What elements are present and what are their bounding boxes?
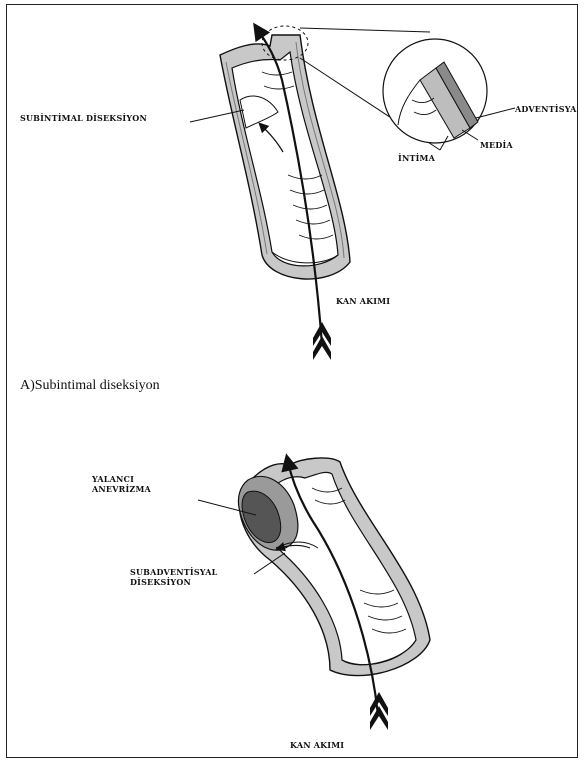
label-subadventitial-1: SUBADVENTİSYAL	[130, 567, 217, 577]
caption-a: A)Subintimal diseksiyon	[20, 378, 160, 394]
label-media: MEDİA	[480, 140, 513, 150]
label-adventitia: ADVENTİSYA	[515, 104, 577, 114]
label-subintimal-dissection: SUBİNTİMAL DİSEKSİYON	[20, 113, 147, 123]
label-blood-flow-a: KAN AKIMI	[336, 296, 390, 306]
vessel-a	[220, 35, 350, 279]
label-false-aneurysm-1: YALANCI	[92, 474, 134, 484]
label-intima: İNTİMA	[398, 153, 435, 163]
label-false-aneurysm-2: ANEVRİZMA	[92, 484, 151, 494]
vessel-b	[238, 458, 430, 676]
label-blood-flow-b: KAN AKIMI	[290, 740, 344, 750]
label-subadventitial-2: DİSEKSİYON	[130, 577, 191, 587]
